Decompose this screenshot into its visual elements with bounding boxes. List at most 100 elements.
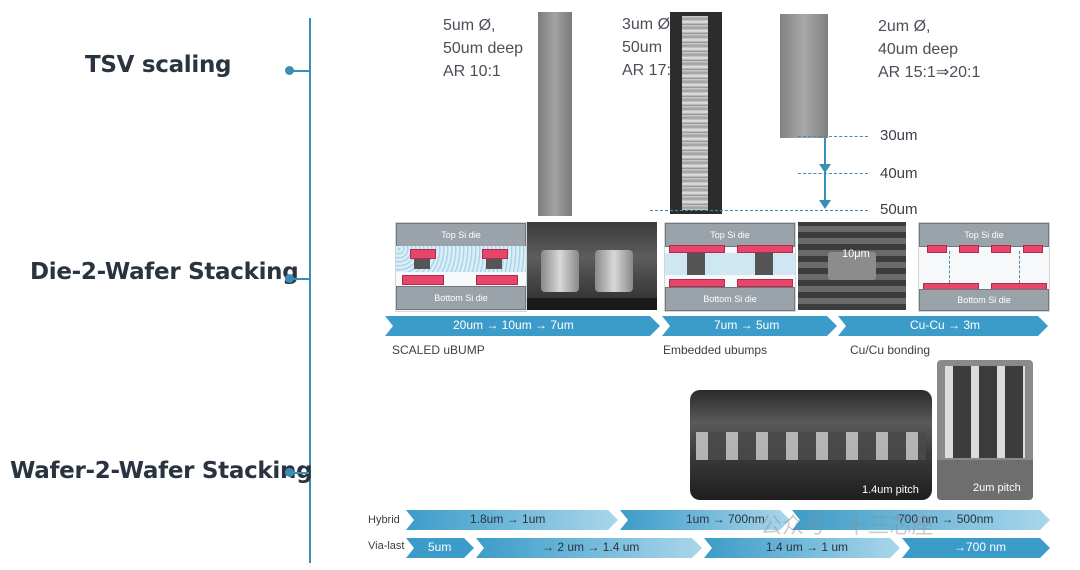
vialast-band-4: →700 nm [902,538,1050,558]
w2w-sem-2-base [937,460,1033,500]
depth-line-50 [650,210,868,211]
tsv-spec-1-line-2: 50um deep [443,40,524,57]
row-dot-w2w [285,468,294,477]
w2w-pitch-2: 2um pitch [973,482,1021,494]
tsv-spec-3-line-2: 40um deep [878,41,959,58]
vialast-band-1: 5um [406,538,474,558]
vialast-band-1-text: 5um [428,540,452,554]
tsv-spec-3-line-3: AR 15:1⇒20:1 [878,64,981,81]
ubump-bottom-die: Bottom Si die [396,286,526,310]
cucu-pad-top-2 [959,245,979,253]
d2w-caption-1: SCALED uBUMP [392,343,485,357]
d2w-caption-2: Embedded ubumps [663,343,768,357]
embedded-bump-l [687,253,705,275]
depth-arrow-head [819,200,831,209]
w2w-sem-2: 2um pitch [937,360,1033,500]
cucu-dash-r [1019,251,1020,283]
hybrid-band-2-shape [620,510,790,530]
embedded-pad-top-l [669,245,725,253]
embedded-fill [665,253,795,275]
vialast-band-2-text: → 2 um → 1.4 um [542,540,640,554]
tsv-spec-3-line-1: 2um Ø, [878,18,931,35]
tsv-spec-3: 2um Ø, 40um deep AR 15:1⇒20:1 [878,15,980,84]
row-title-d2w: Die-2-Wafer Stacking [30,259,299,285]
row-title-w2w: Wafer-2-Wafer Stacking [10,458,313,484]
tsv-spec-2-line-3: AR 17:1 [622,62,680,79]
vialast-band-1-shape [406,538,474,558]
cucu-diagram: Top Si die Bottom Si die [918,222,1050,312]
cucu-pad-top-4 [1023,245,1043,253]
embedded-sem-label: 10μm [842,248,870,260]
hybrid-band-3-shape [792,510,1050,530]
watermark: 公众号 · 十三芯座 [760,513,934,538]
tsv-spec-1-line-3: AR 10:1 [443,63,501,80]
depth-label-50: 50um [880,201,918,218]
d2w-band-3-shape [838,316,1048,336]
w2w-sem-2-columns [945,366,1025,458]
row-tick-w2w [292,472,309,474]
ubump-diagram: Top Si die Bottom Si die [395,222,527,312]
hybrid-band-1-text: 1.8um → 1um [470,512,546,526]
cucu-pad-top-1 [927,245,947,253]
cucu-dash-l [949,251,950,283]
row-dot-d2w [285,274,294,283]
hybrid-band-1: 1.8um → 1um [406,510,618,530]
embedded-sem-feature [828,252,876,280]
depth-line-40 [798,173,868,174]
embedded-sem: 10μm [798,222,906,310]
ubump-pad-right [482,249,508,259]
vialast-band-3-text: 1.4 um → 1 um [766,540,849,554]
hybrid-label: Hybrid [368,514,400,526]
d2w-band-1: 20um → 10um → 7um [385,316,660,336]
ubump-sem-bump-1 [541,250,579,292]
tsv-image-2um [780,14,828,138]
timeline-line [309,18,311,563]
row-title-tsv: TSV scaling [85,52,232,78]
embedded-pad-bot-l [669,279,725,287]
ubump-bump-right [486,259,502,269]
vialast-band-4-shape [902,538,1050,558]
row-dot-tsv [285,66,294,75]
vialast-band-3-shape [704,538,900,558]
d2w-caption-3: Cu/Cu bonding [850,343,931,357]
embedded-top-die: Top Si die [665,223,795,247]
vialast-band-2: → 2 um → 1.4 um [476,538,702,558]
embedded-bump-r [755,253,773,275]
row-tick-d2w [292,278,309,280]
ubump-top-die: Top Si die [396,223,526,247]
d2w-band-1-shape [385,316,660,336]
cucu-bottom-die: Bottom Si die [919,289,1049,311]
tsv-image-3um [670,12,722,214]
depth-label-30: 30um [880,127,918,144]
d2w-band-3-text: Cu-Cu → 3m [910,318,981,332]
ubump-pad-bl [402,275,444,285]
row-tick-tsv [292,70,309,72]
vialast-band-2-shape [476,538,702,558]
d2w-band-3: Cu-Cu → 3m [838,316,1048,336]
tsv-image-5um [538,12,572,216]
hybrid-band-3: 700 nm → 500nm [792,510,1050,530]
ubump-sem-bump-2 [595,250,633,292]
embedded-pad-bot-r [737,279,793,287]
w2w-sem-1-bonds [696,432,926,460]
d2w-band-2: 7um → 5um [662,316,837,336]
ubump-bump-left [414,259,430,269]
embedded-bottom-die: Bottom Si die [665,287,795,311]
hybrid-band-1-shape [406,510,618,530]
embedded-pad-top-r [737,245,793,253]
tsv-spec-1: 5um Ø, 50um deep AR 10:1 [443,14,523,83]
embedded-diagram: Top Si die Bottom Si die [664,222,796,312]
ubump-sem [527,222,657,310]
cucu-top-die: Top Si die [919,223,1049,247]
vialast-band-4-text: →700 nm [954,540,1007,554]
cucu-pad-top-3 [991,245,1011,253]
tsv-image-3um-core [682,16,708,210]
d2w-band-1-text: 20um → 10um → 7um [453,318,574,332]
vialast-label: Via-last [368,540,405,552]
tsv-spec-2-line-1: 3um Ø, [622,16,675,33]
ubump-pad-left [410,249,436,259]
depth-label-40: 40um [880,165,918,182]
hybrid-band-3-text: 700 nm → 500nm [898,512,994,526]
ubump-pad-br [476,275,518,285]
tsv-spec-2: 3um Ø, 50um AR 17:1 [622,13,680,82]
